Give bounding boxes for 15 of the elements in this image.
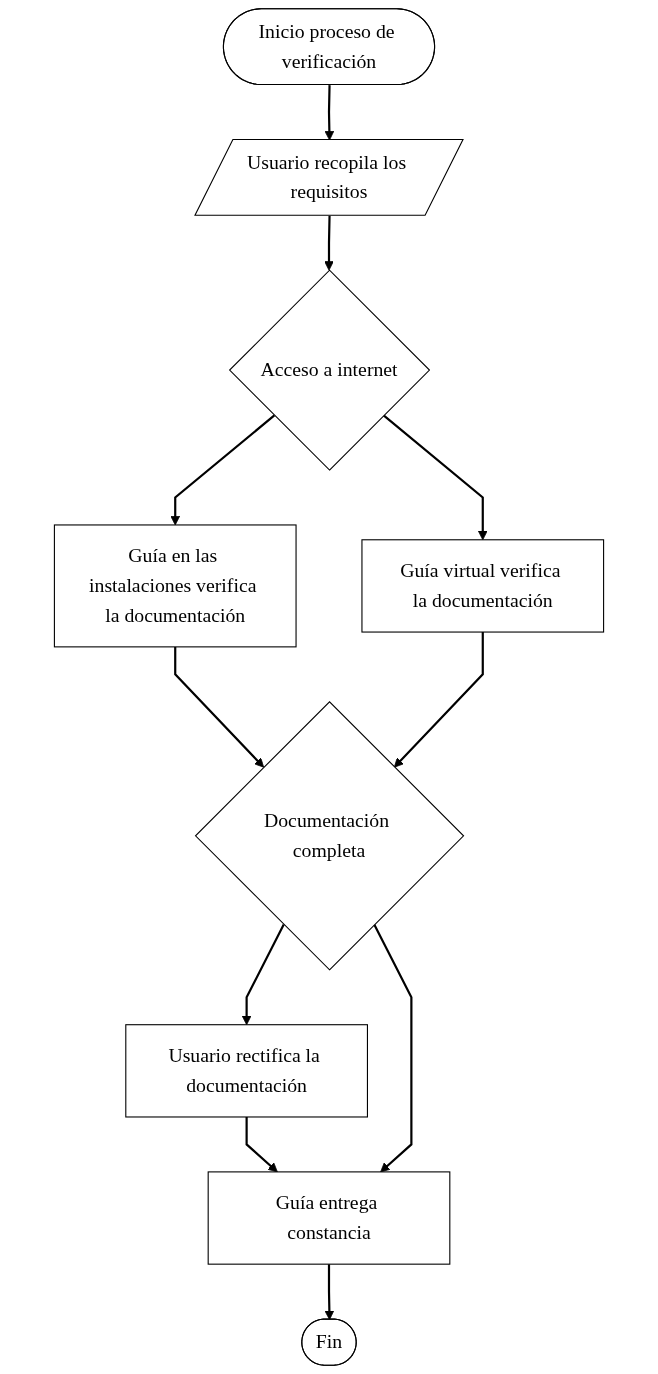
arrow (245, 1117, 278, 1173)
node-box: Guía entrega constancia (207, 1171, 451, 1265)
arrow (174, 646, 265, 768)
node-box: Usuario rectifica la documentación (125, 1024, 368, 1118)
arrow (170, 414, 276, 526)
arrow (393, 632, 484, 768)
arrow (241, 924, 285, 1026)
arrow (373, 924, 413, 1173)
arrow (324, 215, 334, 271)
node-box: Guía en las instalaciones verifica la documentación (53, 524, 297, 648)
node-diamond: Acceso a internet (228, 269, 431, 471)
node-box: Guía virtual verifica la documentación (361, 539, 605, 633)
arrow (382, 414, 488, 541)
node-diamond: Documentación completa (194, 701, 465, 971)
arrow (324, 1264, 335, 1321)
